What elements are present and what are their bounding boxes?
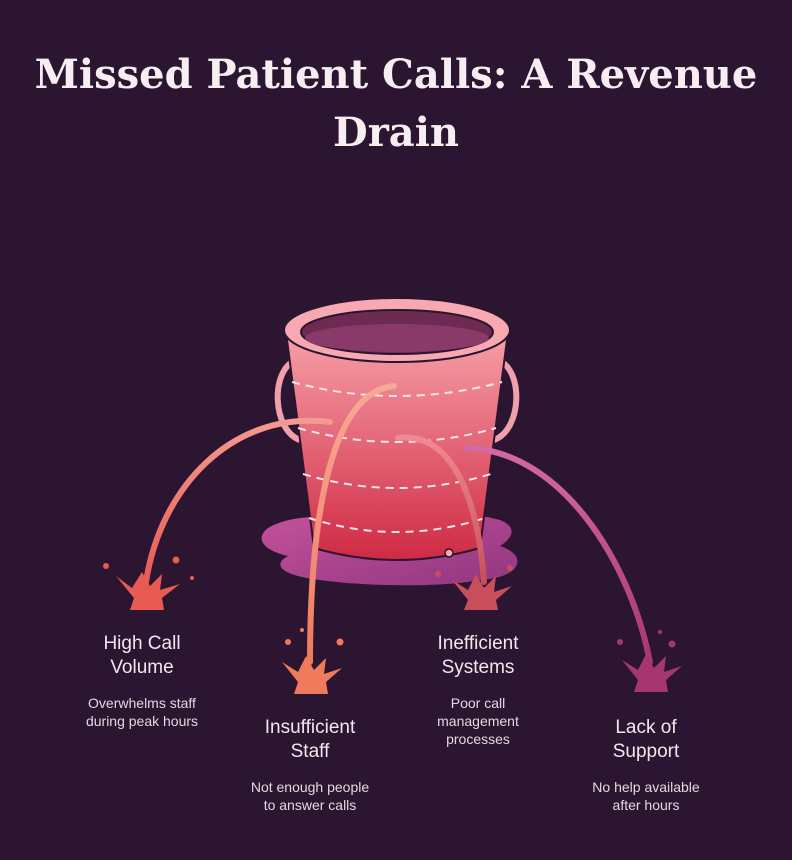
cause-insufficient-staff: Insufficient Staff Not enough people to … <box>230 716 390 814</box>
bucket-handle-left <box>274 357 302 443</box>
leak-stream-high-call-volume <box>143 417 333 585</box>
cause-high-call-volume: High Call Volume Overwhelms staff during… <box>62 632 222 730</box>
leak-stream-inefficient-systems <box>395 434 487 585</box>
cause-inefficient-systems: Inefficient Systems Poor call management… <box>398 632 558 748</box>
cause-description: Poor call management processes <box>437 695 519 747</box>
title-line-2: Drain <box>333 109 459 156</box>
cause-heading: High Call Volume <box>103 633 181 678</box>
page-title: Missed Patient Calls: A Revenue Drain <box>0 46 792 162</box>
cause-heading: Insufficient Staff <box>264 717 356 762</box>
leak-stream-insufficient-staff <box>307 383 397 665</box>
title-line-1: Missed Patient Calls: A Revenue <box>34 51 758 98</box>
splash-high-call-volume <box>103 556 194 610</box>
cause-heading: Lack of Support <box>612 717 680 762</box>
splash-inefficient-systems <box>435 565 513 610</box>
cause-description: Overwhelms staff during peak hours <box>85 695 199 729</box>
leak-stream-lack-of-support <box>463 445 653 665</box>
cause-description: Not enough people to answer calls <box>250 779 370 813</box>
cause-lack-of-support: Lack of Support No help available after … <box>566 716 726 814</box>
splash-lack-of-support <box>617 630 682 692</box>
bucket-handle-right <box>492 357 520 443</box>
cause-heading: Inefficient Systems <box>437 633 519 678</box>
cause-description: No help available after hours <box>592 779 700 813</box>
splash-insufficient-staff <box>282 628 344 694</box>
